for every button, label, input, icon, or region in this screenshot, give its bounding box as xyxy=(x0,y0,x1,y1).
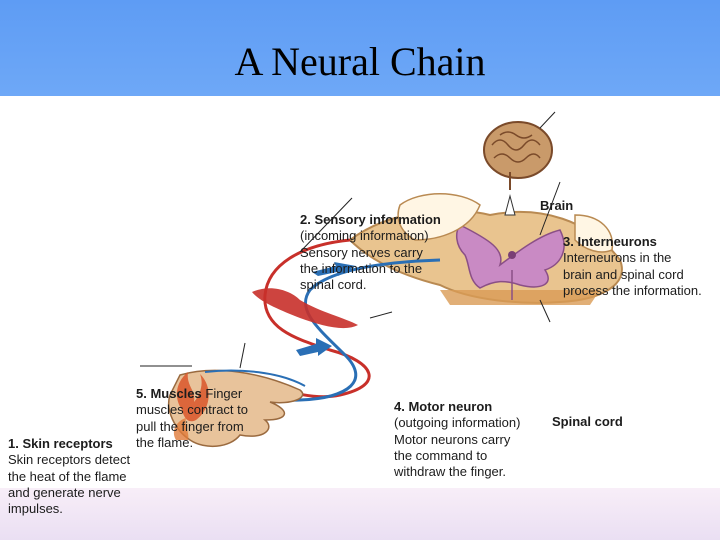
skin-receptors-line: the heat of the flame xyxy=(8,468,127,484)
arrow-right-icon xyxy=(296,338,332,356)
motor-neuron-line: the command to xyxy=(394,447,488,463)
sensory-info-line: (incoming information) xyxy=(300,228,429,244)
interneurons-line: process the information. xyxy=(563,282,702,298)
brain-illustration xyxy=(483,121,553,190)
neural-chain-diagram: 2. Sensory information (incoming informa… xyxy=(0,96,720,516)
interneurons-label: 3. Interneurons Interneurons in the brai… xyxy=(563,234,702,299)
motor-neuron-line: (outgoing information) xyxy=(394,415,521,431)
interneurons-line: brain and spinal cord xyxy=(563,266,684,282)
sensory-info-line: Sensory nerves carry xyxy=(300,244,423,260)
muscles-line: the flame. xyxy=(136,434,194,450)
muscles-first-line-tail: Finger xyxy=(201,386,243,401)
sensory-info-label: 2. Sensory information (incoming informa… xyxy=(300,212,441,293)
skin-receptors-line: Skin receptors detect xyxy=(8,452,131,468)
muscles-line: pull the finger from xyxy=(136,418,244,434)
muscles-heading: 5. Muscles xyxy=(136,386,202,401)
motor-neuron-line: withdraw the finger. xyxy=(394,464,507,480)
motor-neuron-heading: 4. Motor neuron xyxy=(394,399,493,414)
leader-lines xyxy=(140,111,561,369)
arrow-up-icon xyxy=(504,194,516,216)
muscle-shape xyxy=(252,288,358,329)
slide-footer xyxy=(0,488,720,540)
slide-title: A Neural Chain xyxy=(234,39,486,84)
sensory-info-heading: 2. Sensory information xyxy=(300,212,441,227)
motor-neuron-label: 4. Motor neuron (outgoing information) M… xyxy=(394,399,520,480)
interneurons-heading: 3. Interneurons xyxy=(563,234,657,249)
brain-label: Brain xyxy=(540,198,573,214)
muscles-label: 5. Muscles Finger muscles contract to pu… xyxy=(136,386,248,451)
slide-header xyxy=(0,0,720,96)
diagram-illustration xyxy=(140,111,623,447)
spinal-cord-label: Spinal cord xyxy=(552,414,623,430)
skin-receptors-line: and generate nerve xyxy=(8,484,121,500)
skin-receptors-heading: 1. Skin receptors xyxy=(8,436,113,451)
sensory-info-line: spinal cord. xyxy=(300,277,367,293)
interneurons-line: Interneurons in the xyxy=(563,250,672,266)
brain-heading: Brain xyxy=(540,198,574,213)
arrow-left-icon xyxy=(312,262,356,276)
skin-receptors-label: 1. Skin receptors Skin receptors detect … xyxy=(8,436,130,517)
spinal-cord-illustration xyxy=(348,193,623,305)
motor-neuron-line: Motor neurons carry xyxy=(394,431,511,447)
muscles-line: muscles contract to xyxy=(136,402,248,418)
spinal-cord-heading: Spinal cord xyxy=(552,414,623,429)
sensory-info-line: the information to the xyxy=(300,260,423,276)
flame-illustration xyxy=(173,372,209,440)
skin-receptors-line: impulses. xyxy=(8,501,63,517)
